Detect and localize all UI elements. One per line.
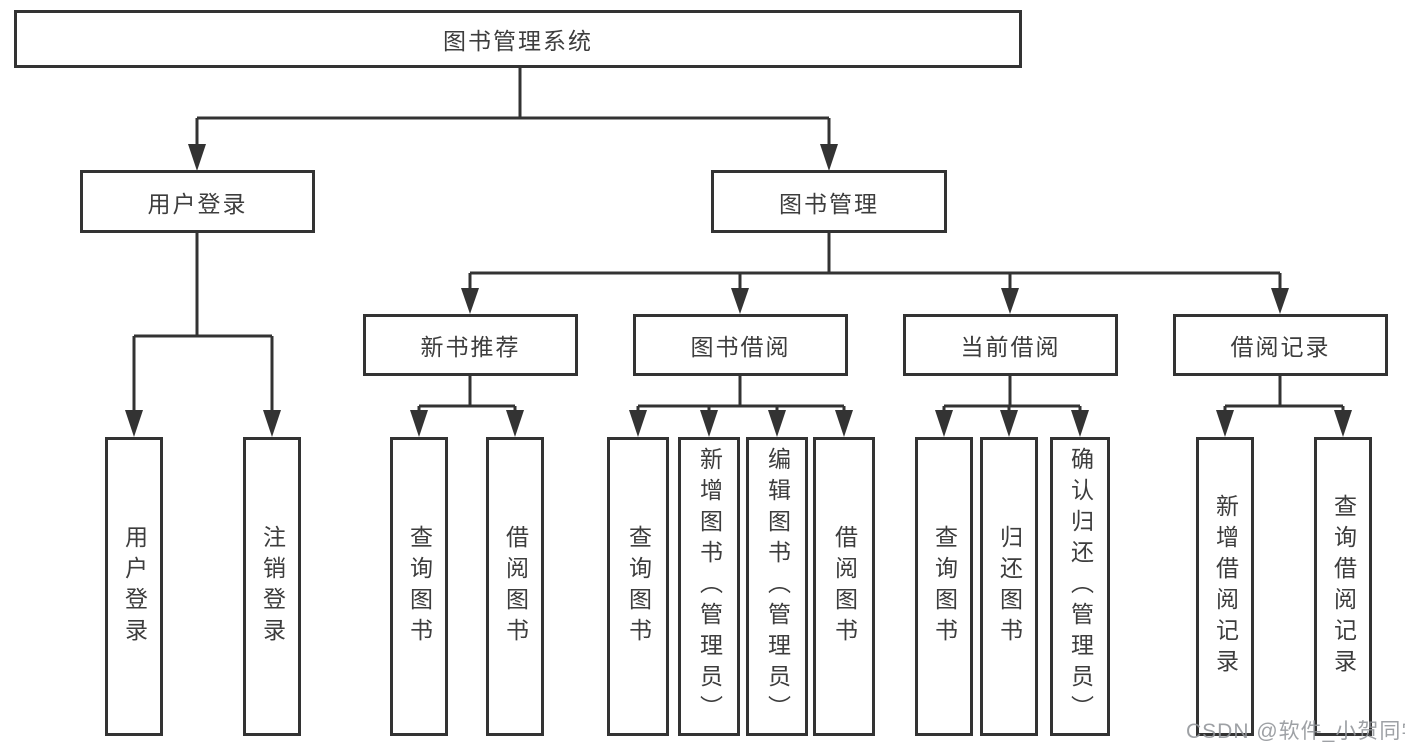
leaf-label: 查询图书 (406, 524, 433, 649)
node-book-management: 图书管理 (711, 170, 947, 233)
leaf-label: 新增借阅记录 (1212, 493, 1239, 680)
node-label: 当前借阅 (960, 334, 1061, 360)
leaf-label: 借阅图书 (831, 524, 858, 649)
node-user-login: 用户登录 (80, 170, 315, 233)
node-current-borrowing: 当前借阅 (903, 314, 1118, 376)
leaf-cb-confirm-return-admin: 确认归还（管理员） (1050, 437, 1110, 736)
node-library-management-system: 图书管理系统 (14, 10, 1022, 68)
leaf-bb-edit-books-admin: 编辑图书（管理员） (746, 437, 808, 736)
leaf-bb-add-books-admin: 新增图书（管理员） (678, 437, 740, 736)
connector-mgmt-to-level3 (468, 233, 1282, 290)
leaf-user-login: 用户登录 (105, 437, 163, 736)
arrowheads-level3 (461, 288, 1289, 314)
leaf-bb-query-books: 查询图书 (607, 437, 669, 736)
leaf-label: 确认归还（管理员） (1067, 447, 1094, 726)
node-label: 图书管理 (779, 190, 879, 217)
node-label: 用户登录 (147, 190, 248, 217)
leaf-nbr-query-books: 查询图书 (390, 437, 448, 736)
connector-current-to-leaves (942, 376, 1082, 412)
leaf-label: 新增图书（管理员） (696, 447, 723, 726)
node-label: 图书管理系统 (443, 28, 593, 54)
node-new-book-recommendation: 新书推荐 (363, 314, 578, 376)
leaf-label: 查询图书 (625, 524, 652, 649)
leaf-label: 注销登录 (259, 524, 286, 649)
leaf-label: 查询借阅记录 (1330, 493, 1357, 680)
connector-root-to-level2 (195, 68, 831, 146)
connector-records-to-leaves (1223, 376, 1345, 412)
leaf-logout: 注销登录 (243, 437, 301, 736)
leaf-br-add-record: 新增借阅记录 (1196, 437, 1254, 736)
csdn-watermark: CSDN @软件_小贺同学 (1186, 720, 1405, 743)
connector-login-to-leaves (132, 233, 274, 412)
leaf-br-query-record: 查询借阅记录 (1314, 437, 1372, 736)
arrowheads-leaves (410, 410, 1352, 437)
connector-borrow-to-leaves (636, 376, 846, 412)
leaf-label: 归还图书 (996, 524, 1023, 649)
arrowheads-login-leaves (125, 410, 281, 437)
leaf-cb-query-books: 查询图书 (915, 437, 973, 736)
node-borrowing-records: 借阅记录 (1173, 314, 1388, 376)
leaf-bb-borrow-books: 借阅图书 (813, 437, 875, 736)
node-label: 借阅记录 (1230, 334, 1331, 360)
node-label: 图书借阅 (690, 334, 791, 360)
connector-newbook-to-leaves (417, 376, 517, 412)
node-label: 新书推荐 (420, 334, 521, 360)
leaf-nbr-borrow-books: 借阅图书 (486, 437, 544, 736)
leaf-label: 借阅图书 (502, 524, 529, 649)
leaf-label: 编辑图书（管理员） (764, 447, 791, 726)
leaf-cb-return-books: 归还图书 (980, 437, 1038, 736)
arrowheads-level2 (188, 144, 838, 171)
leaf-label: 用户登录 (121, 524, 148, 649)
leaf-label: 查询图书 (931, 524, 958, 649)
node-book-borrowing: 图书借阅 (633, 314, 848, 376)
